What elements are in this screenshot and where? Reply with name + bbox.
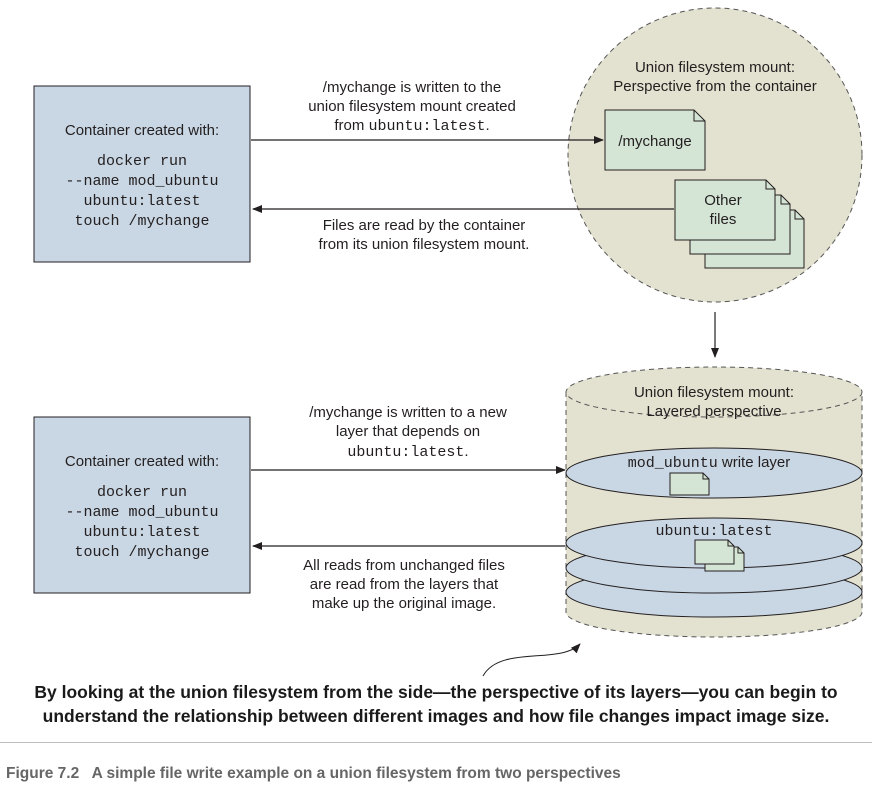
bottom-container-heading: Container created with:	[65, 453, 219, 470]
svg-text:layer that depends on: layer that depends on	[336, 423, 480, 440]
bottom-read-label: All reads from unchanged files are read …	[303, 557, 505, 612]
bottom-container-rect	[33, 416, 251, 594]
svg-text:from its union filesystem moun: from its union filesystem mount.	[319, 236, 530, 253]
annotation-pointer	[482, 643, 581, 677]
mychange-file-label: /mychange	[618, 133, 691, 150]
top-read-label: Files are read by the container from its…	[319, 217, 530, 253]
bottom-write-label: /mychange is written to a new layer that…	[309, 404, 507, 461]
svg-text:/mychange is written to the: /mychange is written to the	[323, 79, 501, 96]
figure-caption-text: A simple file write example on a union f…	[91, 765, 621, 782]
annotation-line: understand the relationship between diff…	[42, 706, 830, 726]
top-container-rect	[33, 85, 251, 263]
svg-text:are read from the layers that: are read from the layers that	[310, 576, 499, 593]
write-layer	[565, 447, 863, 499]
figure-caption: Figure 7.2 A simple file write example o…	[6, 765, 621, 783]
bottom-command-line: --name mod_ubuntu	[65, 504, 218, 521]
union-mount-title: Perspective from the container	[613, 78, 816, 95]
svg-text:make up the original image.: make up the original image.	[312, 595, 496, 612]
diagram-canvas: Container created with: docker run --nam…	[33, 7, 863, 677]
layered-mount-title: Layered perspective	[646, 403, 781, 420]
top-container-heading: Container created with:	[65, 122, 219, 139]
caption-divider	[0, 742, 872, 743]
layered-cylinder: Union filesystem mount: Layered perspect…	[565, 366, 863, 638]
svg-text:Files are read by the containe: Files are read by the container	[323, 217, 526, 234]
annotation-text: By looking at the union filesystem from …	[0, 680, 872, 728]
ubuntu-latest-layer-label: ubuntu:latest	[655, 523, 772, 540]
svg-text:from ubuntu:latest.: from ubuntu:latest.	[334, 117, 489, 135]
svg-text:All reads from unchanged files: All reads from unchanged files	[303, 557, 505, 574]
bottom-container-box: Container created with: docker run --nam…	[33, 416, 251, 594]
annotation-line: By looking at the union filesystem from …	[34, 682, 838, 702]
cylinder-top	[565, 366, 863, 418]
figure-number: Figure 7.2	[6, 765, 80, 782]
top-write-label: /mychange is written to the union filesy…	[308, 79, 516, 135]
layer-files-icon	[694, 539, 745, 572]
union-mount-title: Union filesystem mount:	[635, 59, 795, 76]
other-files-icon: Other files	[674, 179, 805, 269]
write-layer-label: mod_ubuntu write layer	[628, 454, 791, 472]
top-command-line: --name mod_ubuntu	[65, 173, 218, 190]
top-command-line: ubuntu:latest	[83, 193, 200, 210]
layered-mount-title: Union filesystem mount:	[634, 384, 794, 401]
svg-text:union filesystem mount created: union filesystem mount created	[308, 98, 516, 115]
other-files-label: files	[710, 211, 737, 228]
bottom-command-line: docker run	[97, 484, 187, 501]
mychange-file-icon: /mychange	[604, 109, 706, 171]
top-container-box: Container created with: docker run --nam…	[33, 85, 251, 263]
other-files-label: Other	[704, 192, 742, 209]
bottom-command-line: ubuntu:latest	[83, 524, 200, 541]
union-mount-circle: Union filesystem mount: Perspective from…	[567, 7, 863, 303]
svg-text:/mychange is written to a new: /mychange is written to a new	[309, 404, 507, 421]
bottom-command-line: touch /mychange	[74, 544, 209, 561]
svg-text:ubuntu:latest.: ubuntu:latest.	[347, 443, 468, 461]
top-command-line: docker run	[97, 153, 187, 170]
top-command-line: touch /mychange	[74, 213, 209, 230]
write-layer-file-icon	[669, 472, 710, 496]
